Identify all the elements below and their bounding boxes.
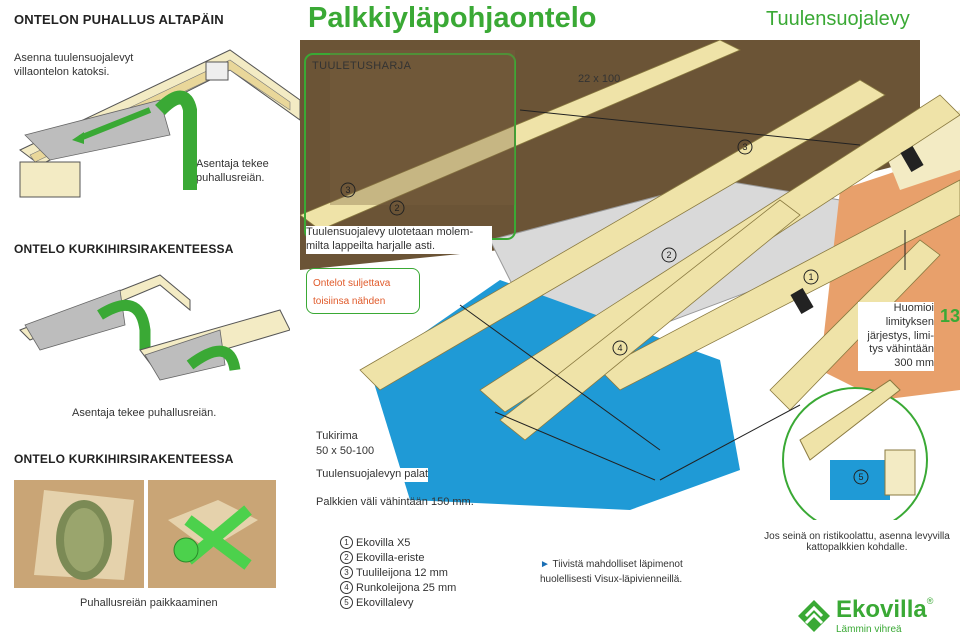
boards-label: Tuulensuojalevyn palat bbox=[316, 468, 429, 482]
support-label: Tukirima bbox=[316, 430, 358, 444]
logo-tagline: Lämmin vihreä bbox=[836, 624, 902, 635]
left-section-title: ONTELON PUHALLUS ALTAPÄIN bbox=[14, 12, 224, 27]
overlap-note: Huomioi limityksen järjestys, limi- tys … bbox=[858, 302, 934, 371]
sealing-note-line1: Tiivistä mahdolliset läpimenot bbox=[552, 559, 683, 570]
page-title: Palkkiyläpohjaontelo bbox=[308, 2, 597, 34]
dimension-label: 22 x 100 bbox=[578, 73, 621, 85]
section-title-kurkihirsi-1: ONTELO KURKIHIRSIRAKENTEESSA bbox=[14, 242, 234, 256]
arrow-right-icon: ► bbox=[540, 559, 550, 570]
registered-mark: ® bbox=[926, 596, 934, 606]
roof-cavity-illustration: 3 2 3 2 1 4 5 bbox=[300, 40, 960, 520]
page-subtitle: Tuulensuojalevy bbox=[766, 8, 910, 30]
marker-4: 4 bbox=[617, 343, 622, 353]
marker-1: 1 bbox=[808, 272, 813, 282]
eaves-blowing-illustration bbox=[19, 49, 300, 198]
spacing-label: Palkkien väli vähintään 150 mm. bbox=[316, 496, 474, 508]
sealing-note-line2: huolellisesti Visux-läpivienneillä. bbox=[540, 574, 683, 585]
page-number: 13 bbox=[940, 306, 960, 326]
wind-board-instruction: Tuulensuojalevy ulotetaan molem- milta l… bbox=[306, 226, 492, 254]
marker-3-right: 3 bbox=[742, 142, 747, 152]
sealing-note: ► Tiivistä mahdolliset läpimenot huolell… bbox=[540, 559, 683, 585]
seal-note: Ontelot suljettava toisiinsa nähden bbox=[313, 278, 391, 307]
marker-2-main: 2 bbox=[666, 250, 671, 260]
installer-note-top: Asentaja tekee puhallusreiän. bbox=[196, 158, 269, 184]
intro-text: Asenna tuulensuojalevyt villaontelon kat… bbox=[14, 52, 134, 78]
ekovilla-logo-icon bbox=[798, 599, 830, 632]
logo-name: Ekovilla bbox=[836, 596, 927, 623]
patching-photo-1 bbox=[14, 480, 144, 588]
photo-caption: Puhallusreiän paikkaaminen bbox=[80, 597, 218, 609]
ekovilla-logo: Ekovilla ® Lämmin vihreä bbox=[796, 596, 933, 635]
marker-3-ridge: 3 bbox=[345, 185, 350, 195]
patching-photo-2 bbox=[148, 480, 276, 588]
support-dimension: 50 x 50-100 bbox=[316, 445, 375, 459]
truss-note: Jos seinä on ristikoolattu, asenna levyv… bbox=[764, 531, 950, 553]
marker-2-ridge: 2 bbox=[394, 203, 399, 213]
section-title-kurkihirsi-2: ONTELO KURKIHIRSIRAKENTEESSA bbox=[14, 452, 234, 466]
installer-note-bottom: Asentaja tekee puhallusreiän. bbox=[72, 407, 217, 419]
marker-5: 5 bbox=[858, 472, 863, 482]
ridge-beam-blowing-illustration bbox=[19, 274, 290, 381]
seal-note-box: Ontelot suljettava toisiinsa nähden bbox=[306, 268, 420, 314]
ridge-vent-label: TUULETUSHARJA bbox=[312, 60, 412, 72]
